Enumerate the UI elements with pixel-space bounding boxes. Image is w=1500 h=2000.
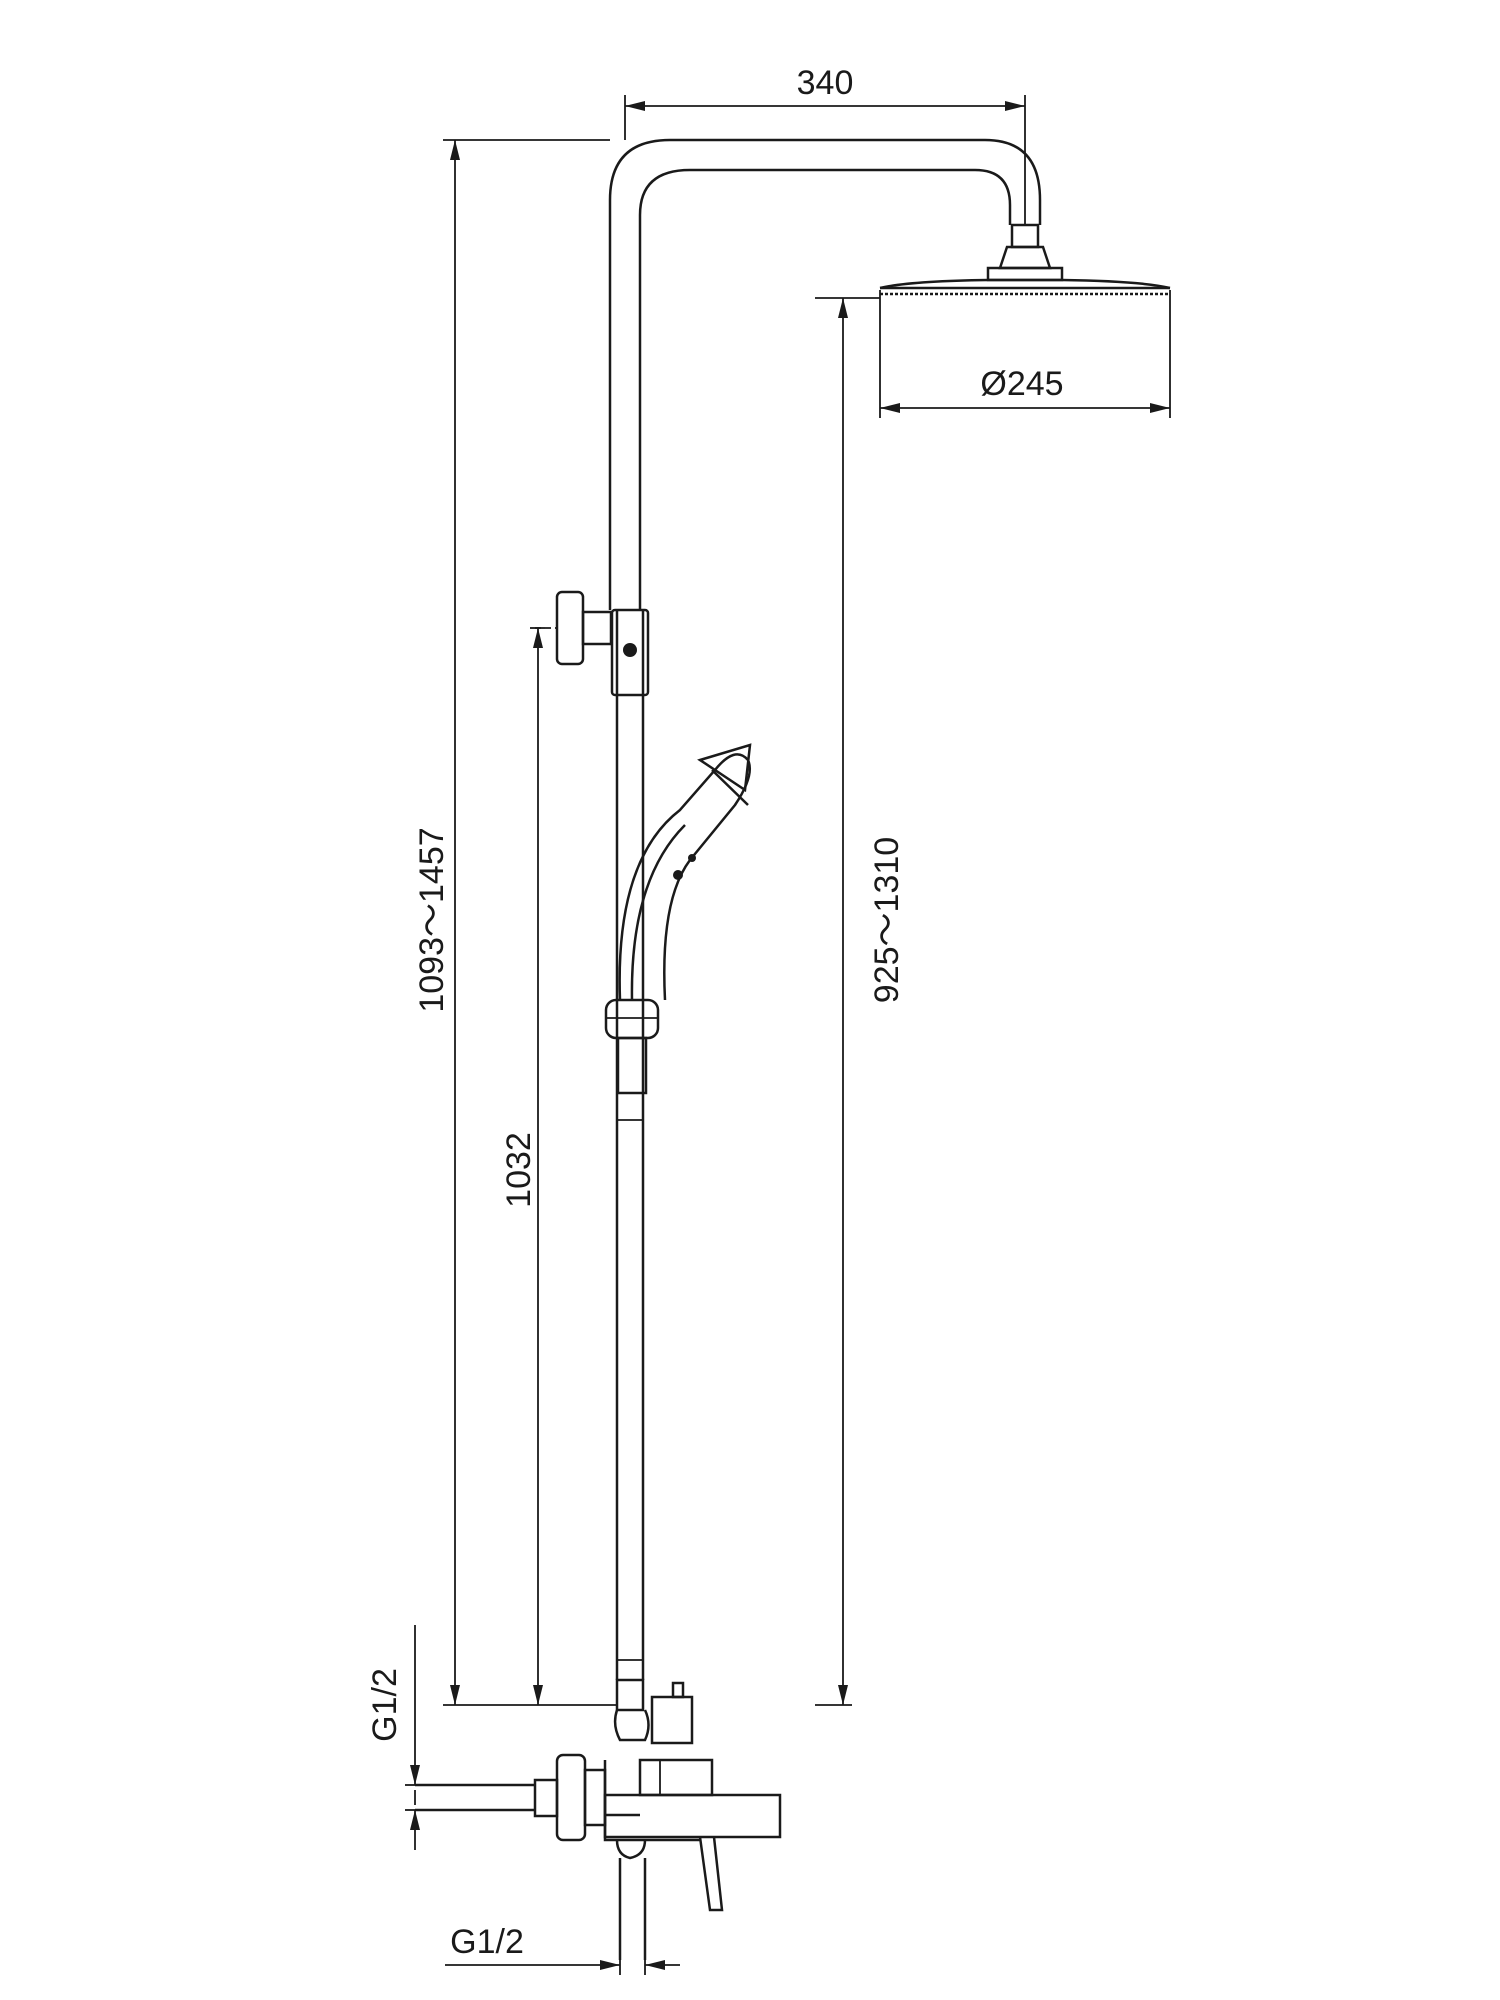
- dimension-total-height: 1093～1457: [413, 139, 617, 1706]
- wall-bracket: [535, 590, 650, 697]
- arm-reach-label: 340: [797, 64, 854, 102]
- overhead-shower-head: [879, 223, 1171, 296]
- diverter: [613, 1678, 694, 1745]
- head-height-label: 925～1310: [868, 837, 906, 1003]
- inlet-bottom-label: G1/2: [450, 1923, 524, 1961]
- riser-pipe: [608, 138, 1042, 1680]
- dimension-inlet-bottom: G1/2: [445, 1923, 680, 1975]
- dimension-head-diameter: Ø245: [879, 290, 1171, 418]
- total-height-label: 1093～1457: [413, 827, 451, 1012]
- dimension-head-height: 925～1310: [815, 297, 906, 1706]
- hand-shower: [604, 743, 752, 1095]
- bracket-height-label: 1032: [500, 1132, 538, 1208]
- mixer-valve: [415, 1753, 782, 1960]
- inlet-side-label: G1/2: [366, 1668, 404, 1742]
- dimension-inlet-side: G1/2: [366, 1625, 420, 1850]
- head-diameter-label: Ø245: [980, 365, 1063, 403]
- dimension-bracket-height: 1032: [500, 627, 545, 1705]
- dimension-arm-reach: 340: [624, 64, 1026, 225]
